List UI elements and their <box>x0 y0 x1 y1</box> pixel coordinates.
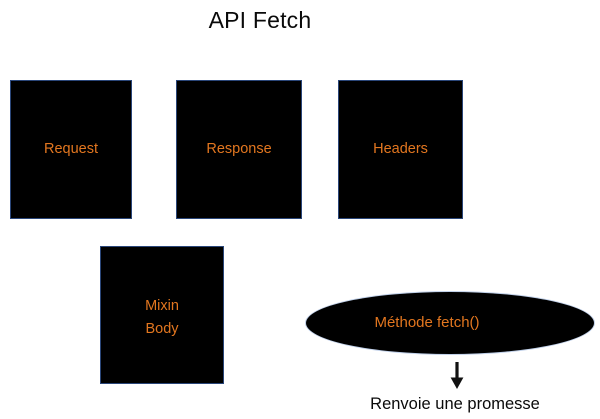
shape-ellipse-methode-fetch[interactable]: Méthode fetch() <box>306 292 594 354</box>
arrow-down-icon <box>450 362 464 389</box>
shape-label-methode-fetch: Méthode fetch() <box>374 314 480 331</box>
page-title: API Fetch <box>208 7 312 33</box>
caption-returns-promise: Renvoie une promesse <box>370 395 540 413</box>
shape-label-mixin-body: Mixin Body <box>145 298 179 337</box>
shape-label-request: Request <box>43 141 98 157</box>
shape-box-response[interactable]: Response <box>176 80 302 219</box>
shape-box-request[interactable]: Request <box>10 80 132 219</box>
shape-label-headers: Headers <box>373 141 428 157</box>
shape-box-mixin-body[interactable]: Mixin Body <box>100 246 224 384</box>
shape-label-response: Response <box>206 141 272 157</box>
shape-box-headers[interactable]: Headers <box>338 80 463 219</box>
